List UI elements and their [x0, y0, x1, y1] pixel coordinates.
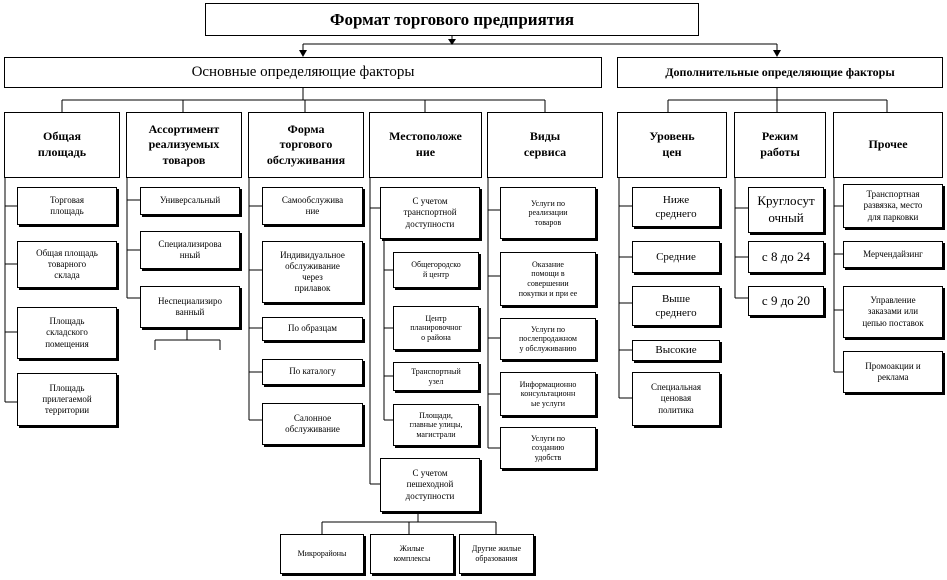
additional-factors-label: Дополнительные определяющие факторы — [665, 65, 895, 79]
assortment-item-label: Специализирова нный — [158, 238, 222, 260]
schedule-item-label: с 9 до 20 — [761, 292, 811, 308]
other-item: Промоакции и реклама — [843, 351, 943, 393]
location-transport-item: Центр планировочног о района — [393, 306, 479, 350]
price-level-item: Средние — [632, 241, 720, 273]
service-type-item: Оказание помощи в совершении покупки и п… — [500, 252, 596, 306]
service-form-item: По образцам — [262, 317, 363, 341]
service-form-item: Салонное обслуживание — [262, 403, 363, 445]
location-transport-item-label: Общегородско й центр — [411, 260, 461, 279]
location-transport-item-label: Транспортный узел — [411, 366, 461, 386]
service-form-item-label: По каталогу — [289, 366, 336, 377]
schedule-item: Круглосут очный — [748, 187, 824, 233]
price-level-item: Высокие — [632, 340, 720, 361]
category-service-types: Виды сервиса — [487, 112, 603, 178]
schedule-item: с 8 до 24 — [748, 241, 824, 273]
service-form-item: Индивидуальное обслуживание через прилав… — [262, 241, 363, 303]
category-schedule: Режим работы — [734, 112, 826, 178]
service-type-item: Услуги по послепродажном у обслуживанию — [500, 318, 596, 360]
category-total-area: Общая площадь — [4, 112, 120, 178]
category-other: Прочее — [833, 112, 943, 178]
other-item: Транспортная развязка, место для парковк… — [843, 184, 943, 228]
category-assortment: Ассортимент реализуемых товаров — [126, 112, 242, 178]
diagram-title: Формат торгового предприятия — [205, 3, 699, 36]
additional-factors-box: Дополнительные определяющие факторы — [617, 57, 943, 88]
other-item-label: Мерчендайзинг — [863, 248, 923, 259]
service-type-item: Информационно консультационн ые услуги — [500, 372, 596, 416]
price-level-item-label: Средние — [656, 250, 696, 263]
category-label: Ассортимент реализуемых товаров — [148, 121, 220, 167]
service-type-item-label: Информационно консультационн ые услуги — [519, 379, 577, 408]
assortment-item-label: Неспециализиро ванный — [158, 295, 222, 317]
price-level-item: Специальная ценовая политика — [632, 372, 720, 426]
service-form-item-label: Салонное обслуживание — [285, 412, 340, 434]
service-form-item: Самообслужива ние — [262, 187, 363, 225]
service-form-item-label: Самообслужива ние — [281, 194, 344, 216]
location-transport-item: Площади, главные улицы, магистрали — [393, 404, 479, 446]
category-label: Режим работы — [760, 129, 800, 159]
area-item: Торговая площадь — [17, 187, 117, 225]
area-item-label: Общая площадь товарного склада — [36, 247, 98, 281]
other-item: Управление заказами или цепью поставок — [843, 286, 943, 338]
location-pedestrian-item-label: Жилые комплексы — [393, 544, 431, 563]
main-factors-label: Основные определяющие факторы — [191, 64, 415, 80]
diagram-title-text: Формат торгового предприятия — [329, 9, 575, 29]
service-type-item-label: Услуги по послепродажном у обслуживанию — [519, 324, 577, 353]
location-transport-item-label: Площади, главные улицы, магистрали — [409, 410, 463, 439]
other-item-label: Управление заказами или цепью поставок — [862, 295, 924, 328]
area-item-label: Торговая площадь — [49, 194, 85, 216]
category-label: Виды сервиса — [523, 129, 567, 159]
category-label: Уровень цен — [649, 129, 695, 159]
category-label: Форма торгового обслуживания — [266, 121, 346, 167]
area-item-label: Площадь прилегаемой территории — [42, 382, 92, 416]
location-pedestrian-item: Другие жилые образования — [459, 534, 534, 574]
area-item: Общая площадь товарного склада — [17, 241, 117, 288]
category-label: Общая площадь — [37, 129, 87, 159]
location-transport-item: Общегородско й центр — [393, 252, 479, 288]
price-level-item-label: Ниже среднего — [655, 193, 697, 220]
service-type-item-label: Услуги по созданию удобств — [530, 433, 566, 462]
schedule-item: с 9 до 20 — [748, 286, 824, 316]
location-pedestrian-item: Жилые комплексы — [370, 534, 454, 574]
location-transport-item: Транспортный узел — [393, 362, 479, 391]
location-pedestrian: С учетом пешеходной доступности — [380, 458, 480, 512]
location-transport-label: С учетом транспортной доступности — [403, 196, 457, 229]
main-factors-box: Основные определяющие факторы — [4, 57, 602, 88]
category-location: Местоположе ние — [369, 112, 482, 178]
category-label: Местоположе ние — [389, 129, 462, 159]
service-form-item-label: По образцам — [288, 323, 337, 334]
service-form-item-label: Индивидуальное обслуживание через прилав… — [280, 249, 345, 294]
location-pedestrian-label: С учетом пешеходной доступности — [405, 468, 455, 501]
price-level-item-label: Специальная ценовая политика — [650, 382, 702, 415]
price-level-item-label: Выше среднего — [655, 292, 697, 319]
service-form-item: По каталогу — [262, 359, 363, 385]
price-level-item-label: Высокие — [655, 344, 697, 357]
service-type-item: Услуги по реализации товаров — [500, 187, 596, 239]
service-type-item-label: Услуги по реализации товаров — [528, 198, 568, 227]
category-price-level: Уровень цен — [617, 112, 727, 178]
assortment-item-label: Универсальный — [159, 195, 221, 206]
location-pedestrian-item-label: Микрорайоны — [297, 549, 347, 559]
location-transport-item-label: Центр планировочног о района — [410, 313, 462, 342]
service-type-item: Услуги по созданию удобств — [500, 427, 596, 469]
price-level-item: Ниже среднего — [632, 187, 720, 227]
location-pedestrian-item: Микрорайоны — [280, 534, 364, 574]
location-transport: С учетом транспортной доступности — [380, 187, 480, 239]
category-label: Прочее — [868, 137, 908, 152]
schedule-item-label: Круглосут очный — [757, 193, 815, 225]
assortment-item: Неспециализиро ванный — [140, 286, 240, 328]
schedule-item-label: с 8 до 24 — [761, 248, 811, 264]
location-pedestrian-item-label: Другие жилые образования — [471, 544, 522, 563]
service-type-item-label: Оказание помощи в совершении покупки и п… — [518, 259, 578, 298]
price-level-item: Выше среднего — [632, 286, 720, 326]
area-item-label: Площадь складского помещения — [45, 316, 89, 349]
area-item: Площадь прилегаемой территории — [17, 373, 117, 426]
assortment-item: Специализирова нный — [140, 231, 240, 269]
area-item: Площадь складского помещения — [17, 307, 117, 359]
other-item: Мерчендайзинг — [843, 241, 943, 268]
other-item-label: Транспортная развязка, место для парковк… — [863, 189, 923, 222]
category-service-form: Форма торгового обслуживания — [248, 112, 364, 178]
assortment-item: Универсальный — [140, 187, 240, 215]
other-item-label: Промоакции и реклама — [865, 360, 921, 382]
